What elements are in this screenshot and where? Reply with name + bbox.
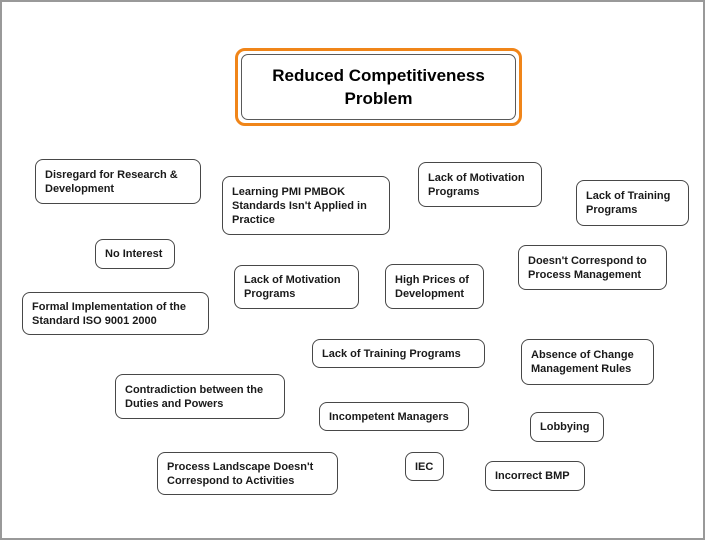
topic-node-lack-of-motivation-programs-1[interactable]: Lack of Motivation Programs (418, 162, 542, 207)
topic-node-doesnt-correspond-process-mgmt[interactable]: Doesn't Correspond to Process Management (518, 245, 667, 290)
topic-node-disregard-research-development[interactable]: Disregard for Research & Development (35, 159, 201, 204)
topic-node-formal-implementation-iso[interactable]: Formal Implementation of the Standard IS… (22, 292, 209, 335)
topic-node-lobbying[interactable]: Lobbying (530, 412, 604, 442)
topic-node-lack-of-training-programs-1[interactable]: Lack of Training Programs (576, 180, 689, 226)
topic-node-learning-pmi-pmbok[interactable]: Learning PMI PMBOK Standards Isn't Appli… (222, 176, 390, 235)
topic-node-high-prices-of-development[interactable]: High Prices of Development (385, 264, 484, 309)
topic-node-incompetent-managers[interactable]: Incompetent Managers (319, 402, 469, 431)
topic-node-no-interest[interactable]: No Interest (95, 239, 175, 269)
topic-node-process-landscape[interactable]: Process Landscape Doesn't Correspond to … (157, 452, 338, 495)
topic-node-incorrect-bmp[interactable]: Incorrect BMP (485, 461, 585, 491)
topic-node-contradiction-duties-powers[interactable]: Contradiction between the Duties and Pow… (115, 374, 285, 419)
topic-node-lack-of-training-programs-2[interactable]: Lack of Training Programs (312, 339, 485, 368)
topic-node-lack-of-motivation-programs-2[interactable]: Lack of Motivation Programs (234, 265, 359, 309)
main-topic-label: Reduced Competitiveness Problem (241, 54, 516, 120)
topic-node-absence-change-management[interactable]: Absence of Change Management Rules (521, 339, 654, 385)
topic-node-iec[interactable]: IEC (405, 452, 444, 481)
main-topic-box[interactable]: Reduced Competitiveness Problem (235, 48, 522, 126)
